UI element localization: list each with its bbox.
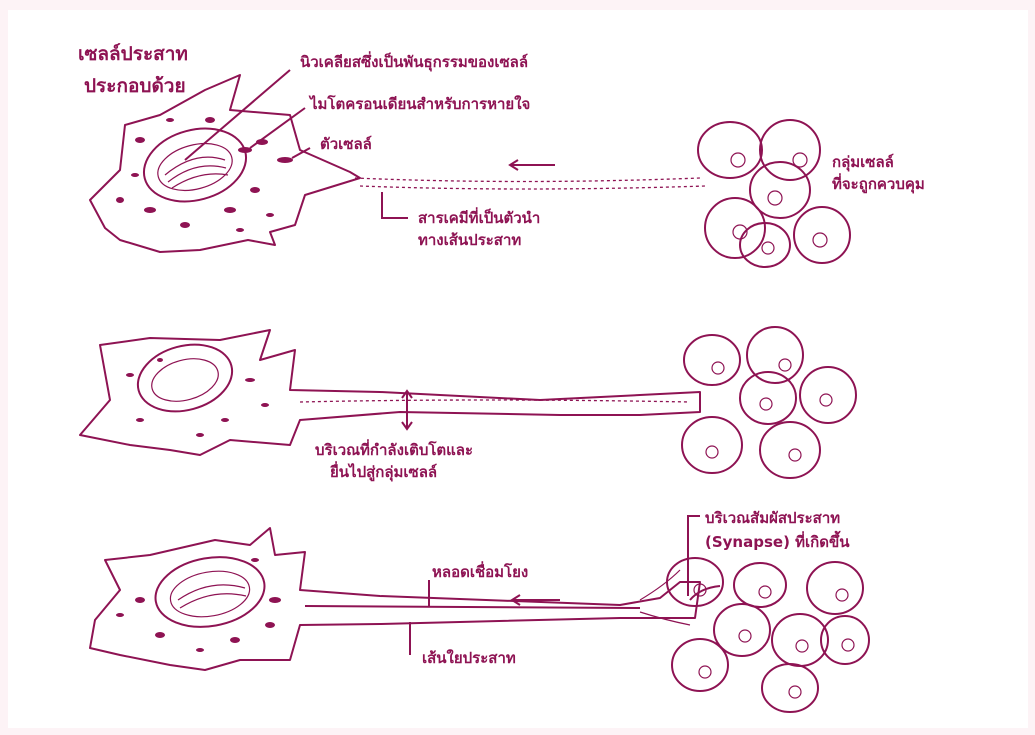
target-cells-2 [682,327,856,478]
neurotransmitter-label-line2: ทางเส้นประสาท [418,230,521,250]
direction-arrow-3 [512,595,560,605]
neuron-stage-3 [90,528,869,712]
nucleus-3 [150,549,270,635]
synapse-label-line2: (Synapse) ที่เกิดขึ้น [705,532,850,552]
nerve-fiber-3 [305,606,640,608]
axon-growth-1 [355,178,705,189]
growth-region-label-line1: บริเวณที่กำลังเติบโตและ [315,440,473,460]
nucleus-2 [130,335,239,422]
neurotransmitter-label-line1: สารเคมีที่เป็นตัวนำ [418,208,540,228]
target-cells-1 [698,120,850,267]
direction-arrow-1 [510,160,555,170]
connecting-tube-label: หลอดเชื่อมโยง [432,562,528,582]
growth-double-arrow [402,391,412,429]
nerve-fiber-label: เส้นใยประสาท [422,648,516,668]
growth-region-label-line2: ยื่นไปสู่กลุ่มเซลล์ [330,462,437,482]
diagram-title-line2: ประกอบด้วย [84,70,186,102]
target-cells-label-line2: ที่จะถูกควบคุม [832,174,925,194]
nucleus-label: นิวเคลียสซึ่งเป็นพันธุกรรมของเซลล์ [300,52,528,72]
target-cells-label-line1: กลุ่มเซลล์ [832,152,894,172]
mitochondria-label: ไมโตครอนเดียนสำหรับการหายใจ [310,94,530,114]
nucleus-1 [136,118,255,213]
cell-body-label: ตัวเซลล์ [320,134,372,154]
diagram-title-line1: เซลล์ประสาท [78,38,188,70]
cell-body-3 [90,528,700,670]
synapse-label-line1: บริเวณสัมผัสประสาท [705,508,840,528]
